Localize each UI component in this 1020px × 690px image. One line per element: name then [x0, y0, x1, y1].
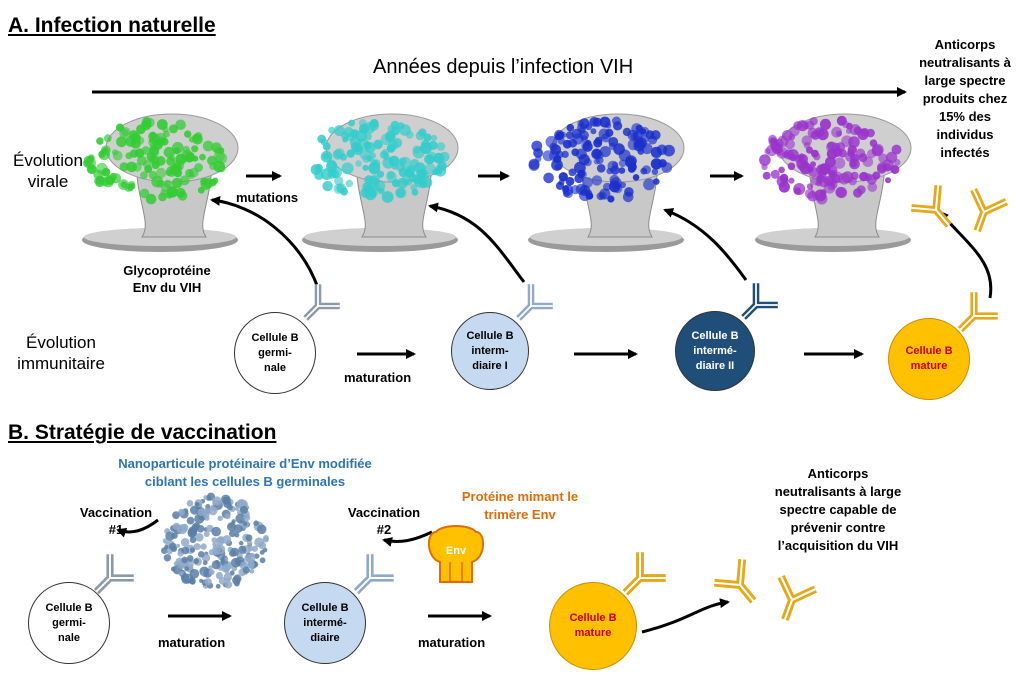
nanoparticle-icon [161, 492, 269, 589]
antibody-intermediate-1 [508, 284, 553, 329]
antibody-germinal-b [85, 554, 134, 603]
vaccination-arrow-1 [116, 518, 159, 538]
b-cell-intermediate-1-label: Cellule B interm- diaire I [466, 329, 514, 372]
free-antibody-b1 [714, 559, 767, 612]
maturation-label-b1: maturation [158, 635, 226, 650]
vaccination-2-label: Vaccination #2 [347, 505, 421, 537]
maturation-label-a: maturation [344, 370, 412, 385]
selection-arrow-1 [210, 195, 320, 289]
env-trimer-3 [528, 113, 685, 252]
b-cell-intermediate-2-label: Cellule B intermé- diaire II [691, 329, 739, 372]
b-cell-mature-vacc-label: Cellule B mature [569, 612, 617, 639]
mimic-protein-label: Protéine mimant le trimère Env [461, 489, 579, 522]
b-cell-germinal: Cellule B germi- nale [234, 312, 316, 394]
release-arrow-b [641, 598, 730, 634]
mutations-label: mutations [236, 190, 299, 205]
antibody-mature-a [949, 292, 998, 341]
free-antibody-b2 [768, 577, 816, 626]
selection-arrow-2 [428, 202, 526, 283]
result-text-a: Anticorps neutralisants à large spectre … [919, 37, 1011, 160]
b-cell-intermediate-2: Cellule B intermé- diaire II [675, 311, 755, 391]
b-cell-mature-a: Cellule B mature [888, 318, 970, 400]
nanoparticle-label: Nanoparticule protéinaire d’Env modifiée… [118, 456, 372, 489]
b-cell-intermediate-vacc: Cellule B intermé- diaire [284, 582, 366, 664]
env-trimer-4 [755, 113, 912, 252]
glycoprotein-label: Glycoprotéine Env du VIH [123, 263, 211, 295]
row-label-viral: Évolution virale [13, 151, 83, 191]
env-mimic-icon: Env [428, 525, 484, 583]
b-cell-intermediate-vacc-label: Cellule B intermé- diaire [301, 601, 349, 644]
b-cell-mature-vacc: Cellule B mature [549, 582, 637, 670]
env-mimic-text: Env [446, 545, 467, 557]
antibody-mature-b [612, 552, 665, 605]
maturation-label-b2: maturation [418, 635, 486, 650]
antibody-intermediate-2 [733, 283, 778, 328]
env-trimer-1 [82, 113, 239, 252]
antibody-intermediate-b [345, 554, 394, 603]
vaccination-arrow-2 [382, 530, 433, 547]
b-cell-germinal-vacc-label: Cellule B germi- nale [45, 601, 93, 644]
env-trimer-2 [302, 113, 459, 252]
section-b-title: B. Stratégie de vaccination [8, 421, 277, 444]
selection-arrow-3 [663, 208, 748, 281]
free-antibody-a2 [961, 190, 1007, 237]
row-label-immune: Évolution immunitaire [17, 333, 105, 373]
result-text-b: Anticorps neutralisants à large spectre … [774, 466, 902, 553]
antibody-germinal-a [295, 284, 340, 329]
b-cell-germinal-vacc: Cellule B germi- nale [28, 582, 110, 664]
timeline-label: Années depuis l’infection VIH [373, 56, 634, 78]
b-cell-germinal-label: Cellule B germi- nale [251, 331, 299, 374]
b-cell-mature-a-label: Cellule B mature [905, 345, 953, 372]
section-a-title: A. Infection naturelle [8, 14, 216, 37]
b-cell-intermediate-1: Cellule B interm- diaire I [451, 312, 529, 390]
